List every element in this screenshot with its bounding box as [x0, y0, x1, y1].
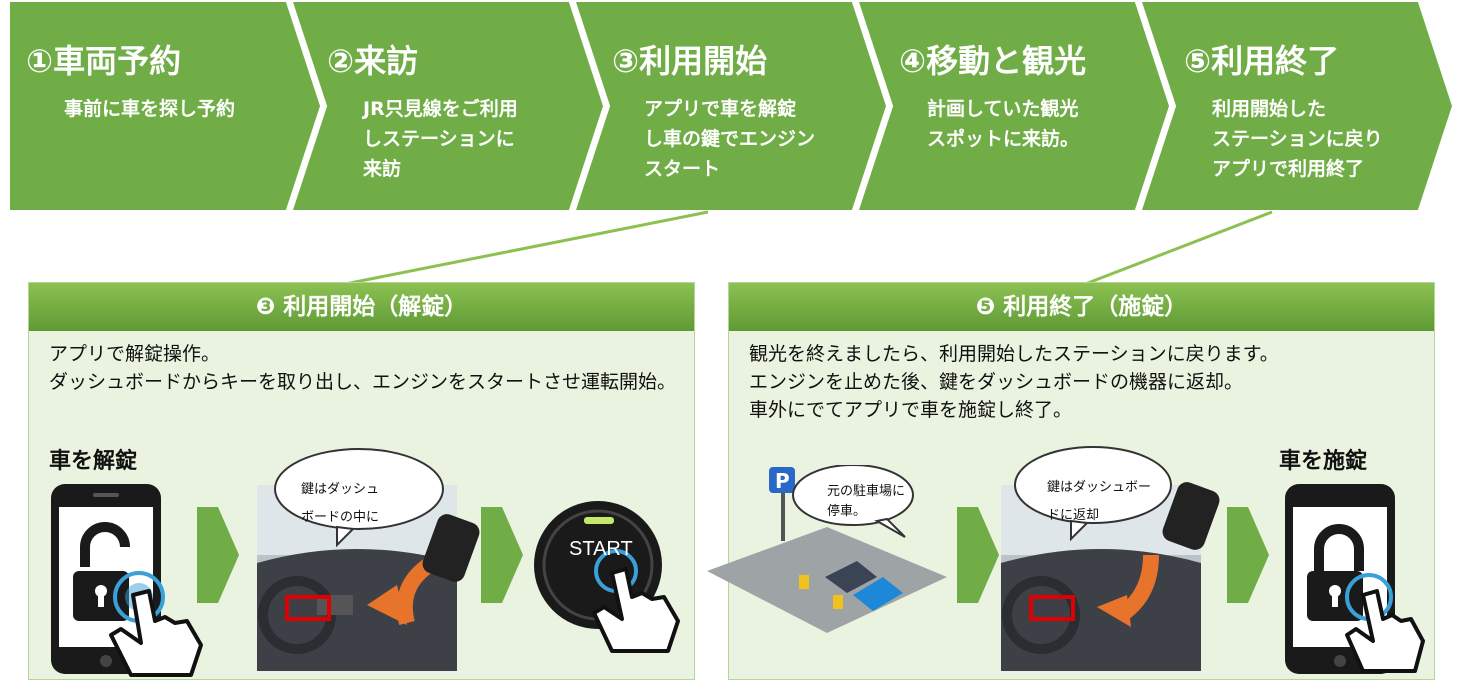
step-4-desc: 計画していた観光 スポットに来訪。	[927, 98, 1080, 150]
open-lock-icon	[80, 522, 130, 567]
start-button-illustration	[534, 501, 680, 653]
lock-panel-desc: 観光を終えましたら、利用開始したステーションに戻ります。 エンジンを止めた後、鍵…	[749, 344, 1279, 421]
step-1-chevron: ①車両予約 事前に車を探し予約	[10, 2, 320, 210]
step-3-desc: アプリで車を解錠 し車の鍵でエンジン スタート	[644, 98, 816, 180]
step-5-title: ⑤利用終了	[1184, 42, 1340, 80]
connector-lines	[334, 210, 1273, 288]
flow-arrow-4	[1227, 507, 1269, 603]
phone-lock-illustration	[1285, 484, 1425, 674]
unlock-panel: ❸ 利用開始（解錠） アプリで解錠操作。 ダッシュボードからキーを取り出し、エン…	[28, 282, 695, 680]
step-5-chevron: ⑤利用終了 利用開始した ステーションに戻り アプリで利用終了	[1142, 2, 1452, 210]
unlock-panel-title: ❸ 利用開始（解錠）	[29, 283, 694, 331]
parking-sign: P	[775, 469, 790, 493]
phone-unlock-illustration	[51, 484, 203, 677]
dashboard-illustration	[257, 448, 480, 671]
flow-arrow-3	[957, 507, 999, 603]
parking-bubble: 元の駐車場に 停車。	[827, 483, 906, 518]
step-4-title: ④移動と観光	[899, 42, 1087, 80]
unlock-key-bubble: 鍵はダッシュ ボードの中に	[301, 481, 380, 524]
step-3-title: ③利用開始	[612, 42, 768, 80]
flow-arrow-2	[481, 507, 523, 603]
step-1-title: ①車両予約	[26, 42, 182, 80]
hand-pointer-icon	[109, 589, 203, 677]
hand-pointer-icon	[1345, 589, 1425, 673]
hand-pointer-icon	[592, 567, 680, 653]
step-2-title: ②来訪	[327, 42, 419, 80]
dashboard-return-illustration	[1001, 446, 1220, 671]
lock-label: 車を施錠	[1279, 449, 1368, 474]
step-4-chevron: ④移動と観光 計画していた観光 スポットに来訪。	[859, 2, 1169, 210]
step-2-desc: JR只見線をご利用 しステーションに 来訪	[363, 98, 518, 180]
closed-lock-icon	[1314, 524, 1364, 571]
step-2-chevron: ②来訪 JR只見線をご利用 しステーションに 来訪	[293, 2, 603, 210]
return-key-bubble: 鍵はダッシュボー ドに返却	[1047, 479, 1152, 522]
lock-panel: ❺ 利用終了（施錠） 観光を終えましたら、利用開始したステーションに戻ります。 …	[707, 282, 1435, 680]
parking-lot-illustration	[707, 465, 947, 633]
unlock-label: 車を解錠	[49, 449, 138, 474]
unlock-panel-desc: アプリで解錠操作。 ダッシュボードからキーを取り出し、エンジンをスタートさせ運転…	[49, 344, 677, 393]
step-1-desc: 事前に車を探し予約	[64, 98, 236, 120]
start-label: START	[569, 538, 633, 560]
lock-panel-title: ❺ 利用終了（施錠）	[729, 283, 1434, 331]
step-3-chevron: ③利用開始 アプリで車を解錠 し車の鍵でエンジン スタート	[576, 2, 886, 210]
step-5-desc: 利用開始した ステーションに戻り アプリで利用終了	[1212, 98, 1383, 180]
